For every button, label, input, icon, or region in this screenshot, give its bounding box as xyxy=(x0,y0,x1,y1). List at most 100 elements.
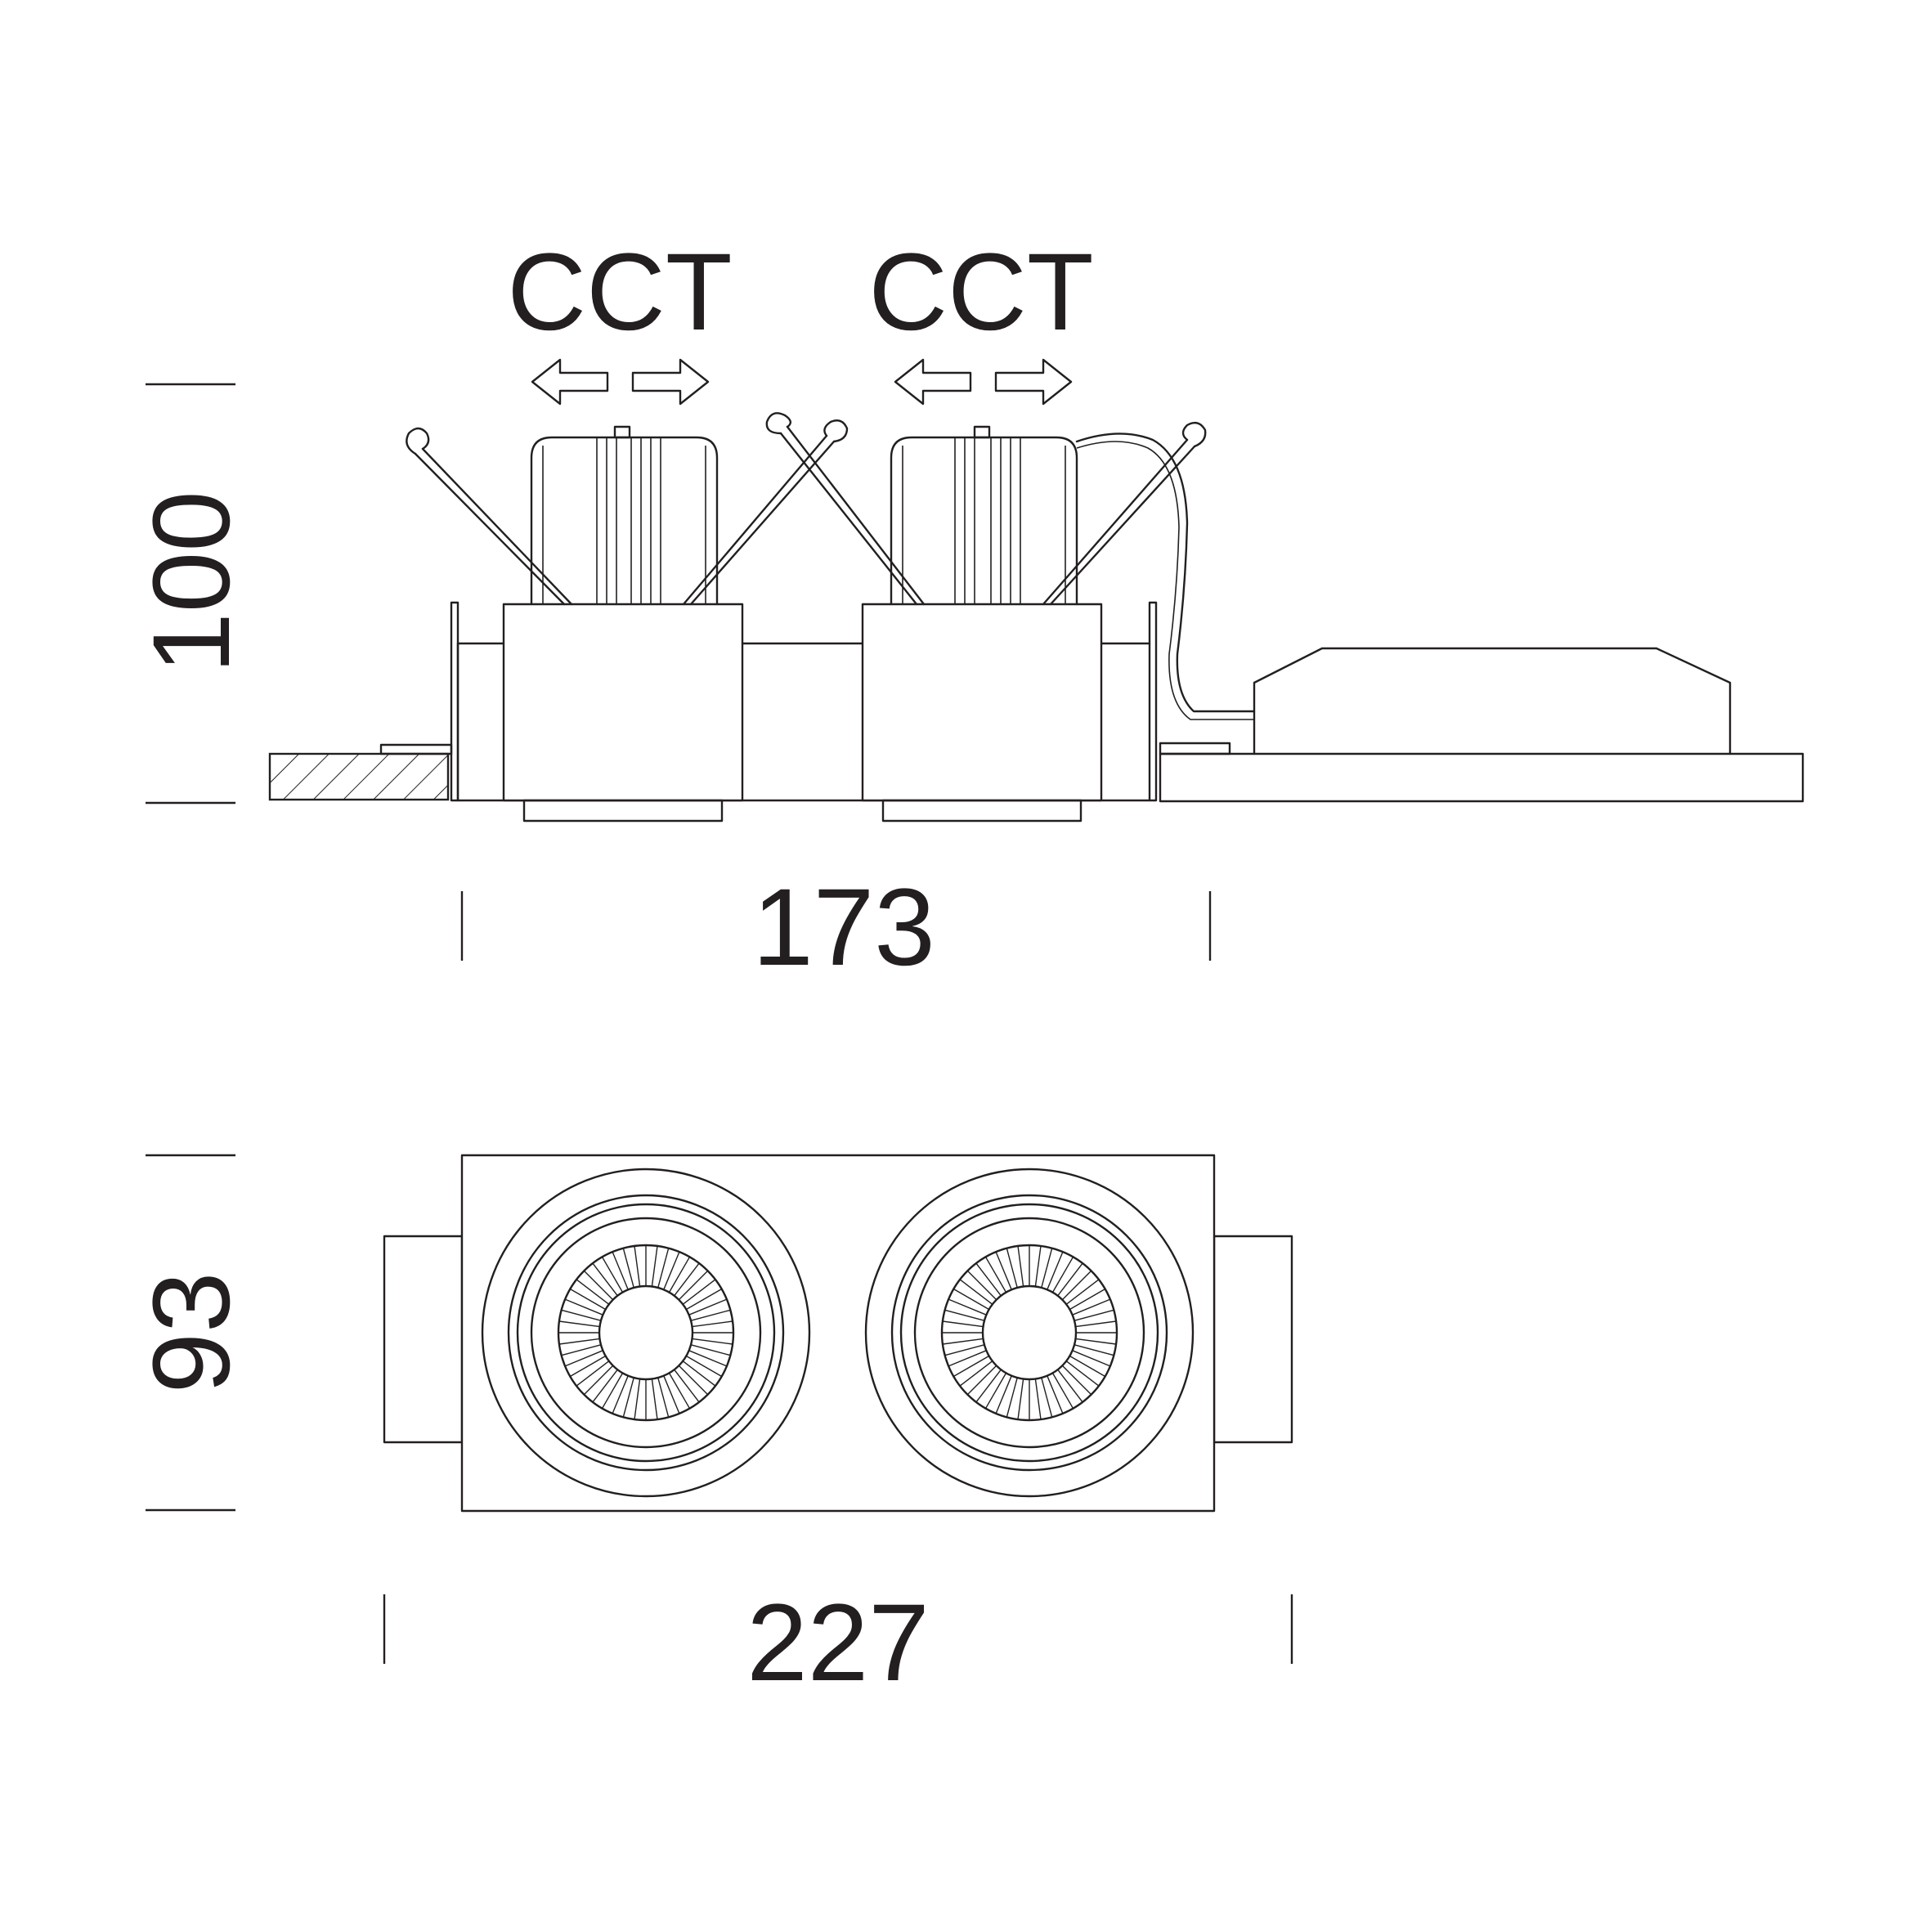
lens-rib xyxy=(678,1270,709,1301)
lens-rib xyxy=(944,1344,985,1356)
lens-rib xyxy=(975,1369,1002,1403)
lens-rib xyxy=(668,1373,691,1410)
lens-rib xyxy=(678,1365,709,1396)
lens-rib xyxy=(688,1298,728,1316)
lens-rib xyxy=(959,1279,993,1305)
spring-clip-2 xyxy=(765,412,926,606)
driver-box xyxy=(1159,647,1804,803)
lens-rib xyxy=(690,1344,731,1356)
lens-rib xyxy=(1074,1309,1114,1321)
lens-rib xyxy=(966,1365,997,1396)
lens-rib xyxy=(686,1355,723,1378)
lens-rib xyxy=(995,1375,1012,1414)
lens-rib xyxy=(612,1251,629,1290)
ceiling-section-hatched xyxy=(268,752,450,801)
lens-rib xyxy=(1075,1338,1117,1345)
module-right-bezel xyxy=(881,799,1083,823)
lens-rib xyxy=(995,1251,1012,1290)
lens-rib xyxy=(953,1288,989,1311)
lens-rib xyxy=(1065,1279,1100,1305)
lens-rib xyxy=(657,1377,670,1418)
module-right-fins xyxy=(902,437,1066,604)
lens-rib xyxy=(1006,1377,1018,1418)
lens-rib xyxy=(953,1355,989,1378)
lens-rib xyxy=(592,1369,618,1403)
lens-rib xyxy=(688,1350,728,1367)
dimension-side-width-value: 173 xyxy=(752,867,935,988)
lens-rib xyxy=(948,1298,987,1316)
lens-rib xyxy=(984,1373,1007,1410)
lens-rib xyxy=(1047,1375,1064,1414)
lens-rib xyxy=(622,1248,634,1289)
lens-rib xyxy=(1041,1248,1053,1289)
lens-rib xyxy=(984,1256,1007,1293)
lens-rib xyxy=(634,1245,641,1287)
spring-clip-1 xyxy=(406,427,573,606)
plan-lamp-left xyxy=(481,1168,811,1498)
lens-rib xyxy=(612,1375,629,1414)
lens-rib xyxy=(1069,1355,1106,1378)
lens-rib xyxy=(966,1270,997,1301)
driver-base xyxy=(1159,752,1804,803)
dimension-plan-width-value: 227 xyxy=(746,1582,930,1704)
lens-rib xyxy=(975,1262,1002,1297)
lens-rib xyxy=(561,1344,602,1356)
dimension-plan-height: 93 xyxy=(131,1154,253,1512)
module-left-stem xyxy=(613,425,631,439)
lens-rib xyxy=(663,1251,680,1290)
lens-rib xyxy=(601,1256,624,1293)
lens-rib xyxy=(668,1256,691,1293)
lens-rib xyxy=(1047,1251,1064,1290)
lens-rib xyxy=(682,1360,716,1387)
lens-rib xyxy=(651,1245,658,1287)
driver-cable-2 xyxy=(1076,441,1254,720)
lens-rib xyxy=(1057,1262,1083,1297)
lens-rib xyxy=(564,1298,603,1316)
lens-rib xyxy=(690,1309,731,1321)
lens-ribs-left xyxy=(558,1245,733,1420)
lens-rib xyxy=(1017,1245,1024,1287)
lens-rib xyxy=(686,1288,723,1311)
lens-rib xyxy=(569,1288,606,1311)
lens-rib xyxy=(959,1360,993,1387)
dimension-plan-height-value: 93 xyxy=(131,1271,253,1393)
module-right-heatsink xyxy=(890,436,1078,606)
lens-rib xyxy=(674,1369,700,1403)
lens-rib xyxy=(948,1350,987,1367)
module-right-body xyxy=(861,603,1103,802)
lens-rib xyxy=(942,1338,984,1345)
spring-clip-3 xyxy=(682,419,849,606)
lens-rib xyxy=(942,1320,984,1328)
lens-rib xyxy=(601,1373,624,1410)
lens-rib xyxy=(1017,1378,1024,1420)
lens-rib xyxy=(1034,1245,1042,1287)
lens-rib xyxy=(592,1262,618,1297)
plan-lamp-right xyxy=(864,1168,1195,1498)
lens-rib xyxy=(1065,1360,1100,1387)
arrow-right-icon xyxy=(631,358,710,406)
arrow-left-icon xyxy=(531,358,609,406)
cct-arrows-left xyxy=(531,358,710,406)
lens-rib xyxy=(1041,1377,1053,1418)
module-left-body xyxy=(502,603,744,802)
driver-cable xyxy=(1075,433,1256,713)
cct-label-left: CCT xyxy=(507,231,732,353)
cct-arrows-right xyxy=(894,358,1073,406)
dimension-side-width: 173 xyxy=(460,867,1212,988)
lens-rib xyxy=(1072,1298,1111,1316)
lens-rib xyxy=(682,1279,716,1305)
lens-rib xyxy=(634,1378,641,1420)
lens-rib xyxy=(674,1262,700,1297)
lens-rib xyxy=(583,1365,614,1396)
lens-rib xyxy=(1072,1350,1111,1367)
lens-rib xyxy=(561,1309,602,1321)
lens-rib xyxy=(1057,1369,1083,1403)
dimension-plan-width: 227 xyxy=(383,1582,1293,1704)
lens-rib xyxy=(583,1270,614,1301)
lens-rib xyxy=(576,1279,610,1305)
spring-clip-4 xyxy=(1042,421,1207,606)
lens-rib xyxy=(1051,1256,1074,1293)
driver-body xyxy=(1253,647,1732,755)
lens-rib xyxy=(944,1309,985,1321)
